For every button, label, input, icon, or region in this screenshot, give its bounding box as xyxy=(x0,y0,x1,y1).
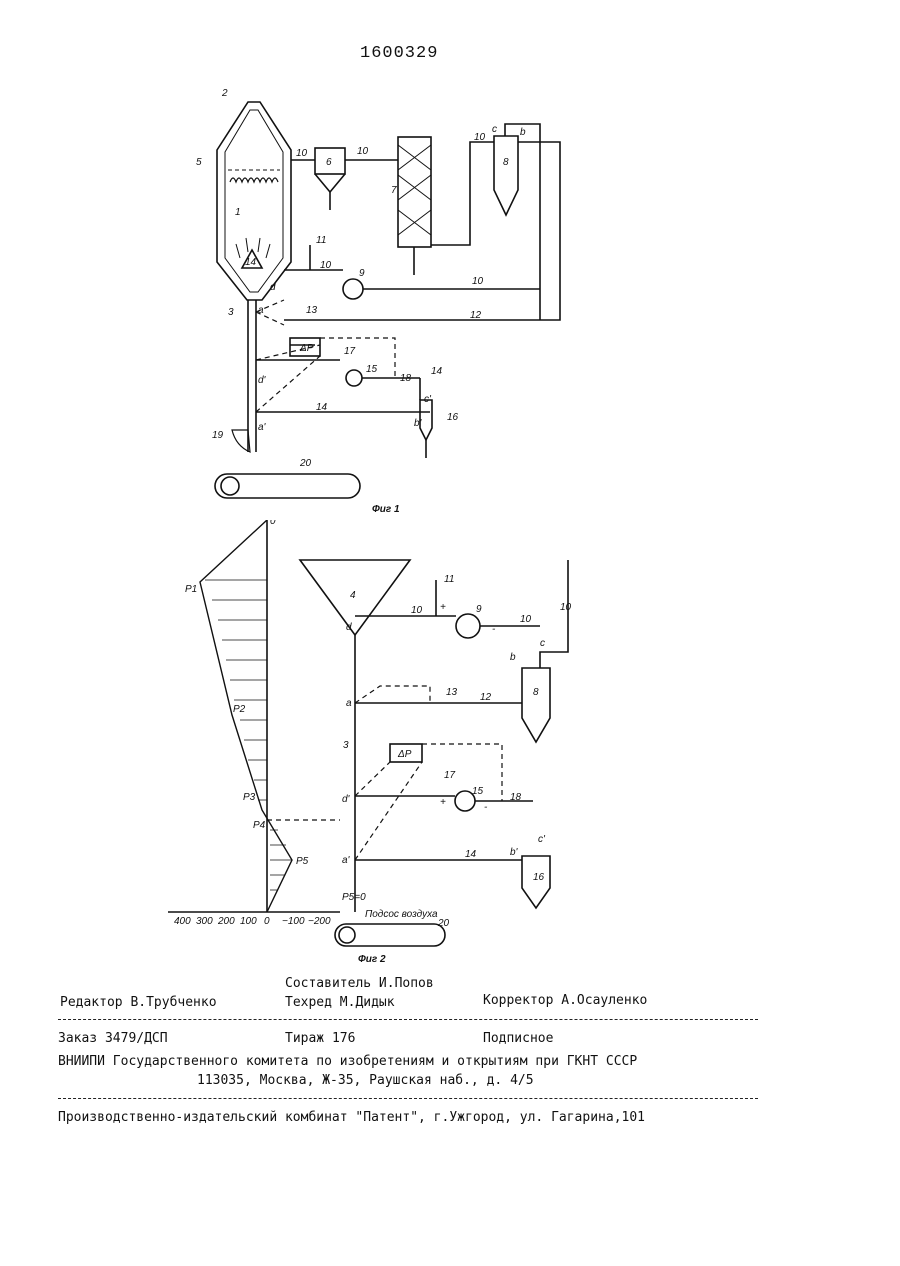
svg-text:19: 19 xyxy=(212,430,224,441)
org: ВНИИПИ Государственного комитета по изоб… xyxy=(58,1054,637,1069)
svg-text:9: 9 xyxy=(359,268,365,279)
svg-text:b: b xyxy=(510,652,516,663)
svg-text:ΔP: ΔP xyxy=(397,749,412,760)
svg-text:10: 10 xyxy=(411,605,423,616)
svg-text:P1: P1 xyxy=(185,584,197,595)
svg-text:ΔP: ΔP xyxy=(299,343,314,354)
svg-text:6: 6 xyxy=(326,157,332,168)
svg-text:c: c xyxy=(492,124,497,135)
svg-text:Фиг 2: Фиг 2 xyxy=(358,954,386,965)
svg-text:8: 8 xyxy=(503,157,509,168)
svg-text:14: 14 xyxy=(245,257,257,268)
svg-text:7: 7 xyxy=(391,185,397,196)
svg-text:a': a' xyxy=(258,422,267,433)
svg-text:a: a xyxy=(258,305,264,316)
svg-text:b': b' xyxy=(510,847,519,858)
svg-text:Фиг 1: Фиг 1 xyxy=(372,504,400,515)
svg-text:17: 17 xyxy=(344,346,356,357)
svg-text:P2: P2 xyxy=(233,704,246,715)
svg-text:d': d' xyxy=(342,794,351,805)
address: 113035, Москва, Ж-35, Раушская наб., д. … xyxy=(197,1073,534,1088)
svg-text:100: 100 xyxy=(240,916,257,927)
circulation: Тираж 176 xyxy=(285,1031,355,1046)
svg-text:14: 14 xyxy=(431,366,443,377)
svg-text:−100: −100 xyxy=(282,916,305,927)
svg-text:b': b' xyxy=(414,418,423,429)
svg-text:P3: P3 xyxy=(243,792,256,803)
publisher: Производственно-издательский комбинат "П… xyxy=(58,1110,645,1125)
svg-text:c: c xyxy=(540,638,545,649)
svg-text:P5: P5 xyxy=(296,856,309,867)
svg-text:10: 10 xyxy=(520,614,532,625)
svg-text:400: 400 xyxy=(174,916,191,927)
svg-text:14: 14 xyxy=(316,402,328,413)
svg-text:10: 10 xyxy=(320,260,332,271)
svg-text:c': c' xyxy=(424,394,432,405)
figure-2-diagram: 0 P1 P2 P3 P4 P5 4 11 9 10 10 10 8 12 13… xyxy=(0,520,900,970)
corrector: Корректор А.Осауленко xyxy=(483,993,647,1008)
svg-text:10: 10 xyxy=(296,148,308,159)
svg-text:18: 18 xyxy=(510,792,522,803)
techred: Техред М.Дидык xyxy=(285,995,395,1010)
svg-text:10: 10 xyxy=(357,146,369,157)
pressure-zero-label: P5=0 xyxy=(342,892,366,903)
svg-text:3: 3 xyxy=(228,307,234,318)
svg-text:d: d xyxy=(346,622,352,633)
compiler: Составитель И.Попов xyxy=(285,976,434,991)
air-suction-label: Подсос воздуха xyxy=(365,909,438,920)
svg-text:9: 9 xyxy=(476,604,482,615)
svg-text:10: 10 xyxy=(472,276,484,287)
svg-text:10: 10 xyxy=(560,602,572,613)
svg-text:13: 13 xyxy=(306,305,318,316)
svg-text:c': c' xyxy=(538,834,546,845)
svg-text:5: 5 xyxy=(196,157,202,168)
editor: Редактор В.Трубченко xyxy=(60,995,217,1010)
figure-1-diagram: 2 5 1 14 3 19 20 6 7 8 9 10 10 10 10 10 … xyxy=(0,0,900,520)
svg-text:8: 8 xyxy=(533,687,539,698)
svg-text:20: 20 xyxy=(437,918,450,929)
svg-text:P4: P4 xyxy=(253,820,266,831)
svg-text:+: + xyxy=(440,797,446,808)
svg-text:0: 0 xyxy=(264,916,270,927)
svg-text:d': d' xyxy=(258,375,267,386)
svg-text:16: 16 xyxy=(533,872,545,883)
svg-text:20: 20 xyxy=(299,458,312,469)
svg-text:13: 13 xyxy=(446,687,458,698)
divider xyxy=(58,1019,758,1020)
svg-text:a': a' xyxy=(342,855,351,866)
svg-text:4: 4 xyxy=(350,590,356,601)
svg-text:11: 11 xyxy=(444,574,454,585)
svg-text:17: 17 xyxy=(444,770,456,781)
svg-text:15: 15 xyxy=(366,364,378,375)
svg-text:15: 15 xyxy=(472,786,484,797)
svg-text:-: - xyxy=(484,802,488,813)
svg-text:14: 14 xyxy=(465,849,477,860)
svg-text:200: 200 xyxy=(217,916,235,927)
svg-text:16: 16 xyxy=(447,412,459,423)
svg-text:18: 18 xyxy=(400,373,412,384)
svg-text:+: + xyxy=(440,602,446,613)
svg-text:11: 11 xyxy=(316,235,326,246)
order: Заказ 3479/ДСП xyxy=(58,1031,168,1046)
svg-text:3: 3 xyxy=(343,740,349,751)
svg-text:12: 12 xyxy=(480,692,492,703)
svg-text:d: d xyxy=(270,282,276,293)
divider xyxy=(58,1098,758,1099)
svg-text:12: 12 xyxy=(470,310,482,321)
svg-text:0: 0 xyxy=(270,520,276,527)
svg-text:2: 2 xyxy=(221,88,228,99)
svg-text:10: 10 xyxy=(474,132,486,143)
svg-text:a: a xyxy=(346,698,352,709)
svg-text:−200: −200 xyxy=(308,916,331,927)
svg-text:300: 300 xyxy=(196,916,213,927)
svg-text:b: b xyxy=(520,127,526,138)
svg-text:1: 1 xyxy=(235,207,241,218)
subscription: Подписное xyxy=(483,1031,553,1046)
